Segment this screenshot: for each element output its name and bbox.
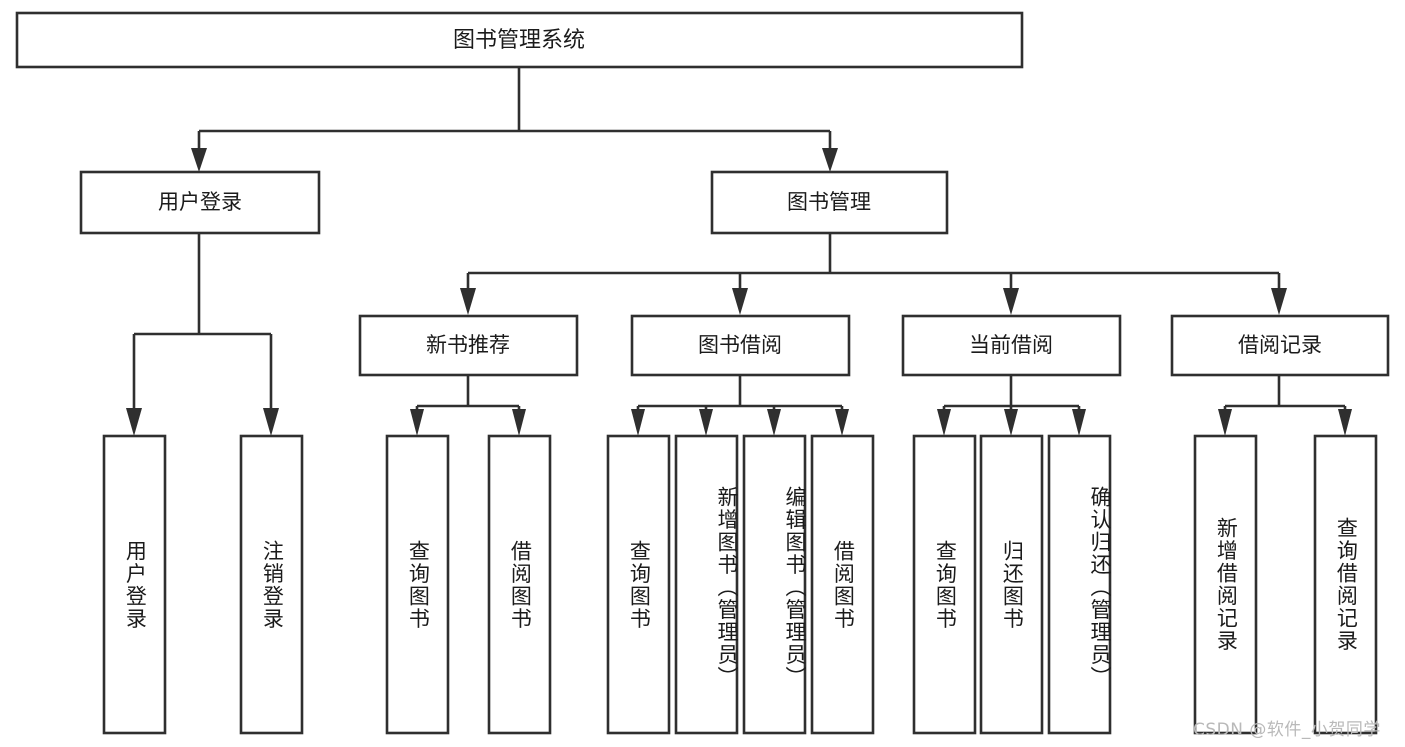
node-book-borrow[interactable]: 图书借阅 [630,314,851,377]
leaf-group-current-borrow [912,434,1112,735]
node-user-login-label: 用户登录 [158,190,242,214]
arrow-head-book-manage [822,148,838,172]
connector-group-new-book-rec [410,375,526,436]
leaf-box-book-borrow-1[interactable] [606,434,671,735]
connector-group-borrow-record [1218,375,1352,436]
arrow-head-leaf-book-borrow-4 [835,409,849,436]
leaf-box-new-book-rec-1[interactable] [385,434,450,735]
arrow-head-leaf-book-borrow-2 [699,409,713,436]
arrow-head-borrow-record [1271,288,1287,315]
arrow-head-leaf-current-borrow-1 [937,409,951,436]
node-book-borrow-label: 图书借阅 [698,333,782,357]
leaf-box-current-borrow-1[interactable] [912,434,977,735]
leaf-box-user-login-1[interactable] [102,434,167,735]
node-new-book-rec[interactable]: 新书推荐 [358,314,579,377]
arrow-head-current-borrow [1003,288,1019,315]
arrow-head-leaf-current-borrow-3 [1072,409,1086,436]
node-user-login[interactable]: 用户登录 [79,170,321,235]
arrow-head-leaf-new-book-rec-1 [410,409,424,436]
connector-group-root [191,67,838,172]
arrow-head-leaf-book-borrow-1 [631,409,645,436]
leaf-group-borrow-record [1193,434,1378,735]
arrow-head-book-borrow [732,288,748,315]
node-user-login-rect[interactable] [79,170,321,235]
node-book-manage-rect[interactable] [710,170,949,235]
connector-group-current-borrow [937,375,1086,436]
leaf-box-user-login-2[interactable] [239,434,304,735]
node-current-borrow-rect[interactable] [901,314,1122,377]
connector-group-user-login [126,233,279,436]
leaf-group-new-book-rec [385,434,552,735]
arrow-head-new-book-rec [460,288,476,315]
node-borrow-record[interactable]: 借阅记录 [1170,314,1390,377]
node-borrow-record-rect[interactable] [1170,314,1390,377]
leaf-box-borrow-record-1[interactable] [1193,434,1258,735]
leaf-box-book-borrow-3[interactable] [742,434,807,735]
connector-group-book-manage [460,233,1287,315]
arrow-head-leaf-borrow-record-1 [1218,409,1232,436]
node-current-borrow[interactable]: 当前借阅 [901,314,1122,377]
node-root-label: 图书管理系统 [453,28,585,53]
leaf-group-book-borrow [606,434,875,735]
leaf-group-user-login [102,434,304,735]
arrow-head-leaf-book-borrow-3 [767,409,781,436]
node-book-manage-label: 图书管理 [787,190,871,214]
node-root[interactable]: 图书管理系统 [15,11,1024,69]
arrow-head-user-login [191,148,207,172]
leaf-box-current-borrow-2[interactable] [979,434,1044,735]
node-book-borrow-rect[interactable] [630,314,851,377]
csdn-watermark: CSDN @软件_小贺同学 [1193,720,1381,740]
connector-group-book-borrow [631,375,849,436]
leaf-box-new-book-rec-2[interactable] [487,434,552,735]
leaf-box-book-borrow-4[interactable] [810,434,875,735]
node-current-borrow-label: 当前借阅 [969,333,1053,357]
node-new-book-rec-label: 新书推荐 [426,333,510,357]
arrow-head-leaf-user-login-1 [126,408,142,436]
leaf-box-current-borrow-3[interactable] [1047,434,1112,735]
arrow-head-leaf-borrow-record-2 [1338,409,1352,436]
arrow-head-leaf-new-book-rec-2 [512,409,526,436]
arrow-head-leaf-user-login-2 [263,408,279,436]
node-root-rect[interactable] [15,11,1024,69]
leaf-box-book-borrow-2[interactable] [674,434,739,735]
arrow-head-leaf-current-borrow-2 [1004,409,1018,436]
node-new-book-rec-rect[interactable] [358,314,579,377]
leaf-box-borrow-record-2[interactable] [1313,434,1378,735]
node-book-manage[interactable]: 图书管理 [710,170,949,235]
node-borrow-record-label: 借阅记录 [1238,333,1322,357]
